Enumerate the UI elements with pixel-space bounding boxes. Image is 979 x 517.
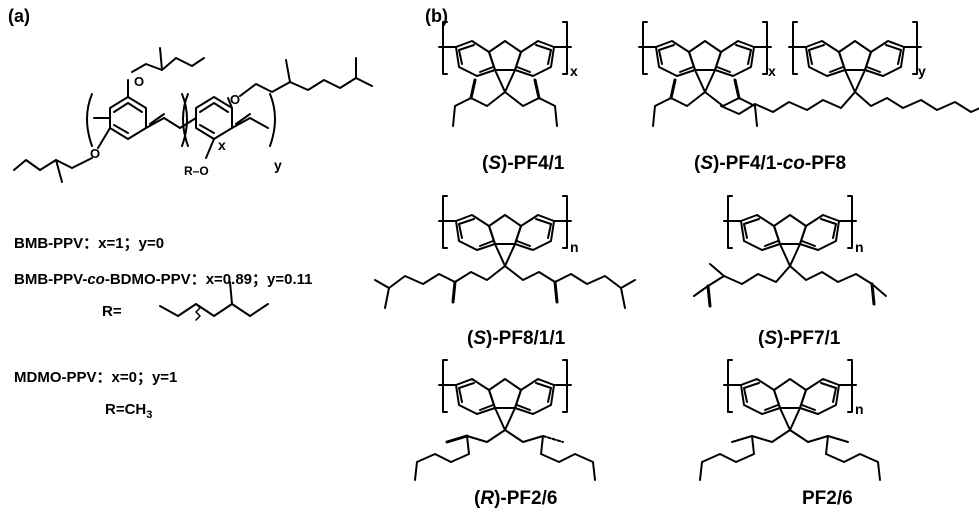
- caption-pf2-6: PF2/6: [802, 488, 853, 509]
- caption-s-pf4-1: (S)-PF4/1: [482, 153, 564, 175]
- eq-bmb-ppv: BMB-PPV：x=1；y=0: [14, 232, 164, 253]
- pf26-sub-n: n: [855, 401, 864, 417]
- pf71-structure: [693, 195, 887, 308]
- cap-open: (: [758, 328, 765, 349]
- cap-ital: R: [480, 488, 495, 509]
- caption-r-pf2-6: (R)-PF2/6: [474, 488, 557, 510]
- panel-label-b: (b): [425, 6, 448, 26]
- ppv-sub-y: y: [274, 157, 282, 173]
- eq-bmb-ppv-name: BMB-PPV: [14, 235, 84, 252]
- eq-bmb-co-name-a: BMB-PPV-: [14, 271, 88, 288]
- ppv-sub-x: x: [218, 137, 226, 153]
- cap-close: )-PF7/1: [777, 328, 841, 349]
- pf41-sub-x: x: [570, 63, 578, 79]
- ppv-o-top-1: O: [134, 74, 144, 89]
- cap-ital: S: [488, 153, 502, 174]
- panel-label-a: (a): [8, 6, 30, 26]
- cap-close: )-PF4/1: [501, 153, 565, 174]
- cap-open: (: [482, 153, 489, 174]
- cap-close: )-PF2/6: [494, 488, 558, 509]
- r-ch3-base: R=CH: [105, 401, 147, 418]
- pf811-structure: [374, 195, 636, 309]
- caption-s-pf7-1: (S)-PF7/1: [758, 328, 840, 350]
- caption-s-pf8-1-1: (S)-PF8/1/1: [467, 328, 565, 350]
- pf41co-sub-y: y: [918, 63, 926, 79]
- cap-ital: S: [473, 328, 487, 349]
- eq-mdmo-name: MDMO-PPV: [14, 369, 97, 386]
- eq-co-italic: co: [87, 271, 105, 288]
- pf71-sub-n: n: [855, 239, 864, 255]
- pf41-structure: [438, 21, 572, 127]
- cap-mid: )-PF4/1-: [713, 153, 783, 174]
- cap-ital: S: [700, 153, 714, 174]
- pf41co-sub-x: x: [768, 63, 776, 79]
- cap-end: -PF8: [804, 153, 847, 174]
- pf26-structure: [699, 359, 881, 481]
- eq-mdmo-ppv: MDMO-PPV：x=0；y=1: [14, 366, 177, 387]
- pf41co-structure-b: [720, 21, 979, 115]
- ppv-structure: [13, 47, 373, 321]
- ppv-o-bot-1: O: [90, 146, 100, 161]
- eq-bmb-co-bdmo: BMB-PPV-co-BDMO-PPV：x=0.89；y=0.11: [14, 268, 312, 289]
- rpf26-structure: [414, 359, 596, 481]
- eq-mdmo-values: ：x=0；y=1: [96, 369, 178, 386]
- cap-open: (: [467, 328, 474, 349]
- eq-bmb-co-values: ：x=0.89；y=0.11: [190, 271, 313, 288]
- ppv-o-top-2: O: [230, 92, 240, 107]
- cap-close: )-PF8/1/1: [486, 328, 566, 349]
- pf41co-structure-a: [638, 21, 772, 127]
- r-ch3-sub: 3: [146, 409, 153, 421]
- r-label: R=: [102, 303, 122, 320]
- cap-open: (: [694, 153, 701, 174]
- cap-ital: S: [764, 328, 778, 349]
- caption-s-pf4-1-co-pf8: (S)-PF4/1-co-PF8: [694, 153, 846, 175]
- ppv-ro-label: R–O: [184, 164, 209, 178]
- cap-open: (: [474, 488, 481, 509]
- r-ch3-label: R=CH3: [105, 401, 152, 421]
- eq-bmb-ppv-values: ：x=1；y=0: [83, 235, 165, 252]
- pf811-sub-n: n: [570, 239, 579, 255]
- cap-co: co: [782, 153, 805, 174]
- eq-bmb-co-name-b: -BDMO-PPV: [104, 271, 191, 288]
